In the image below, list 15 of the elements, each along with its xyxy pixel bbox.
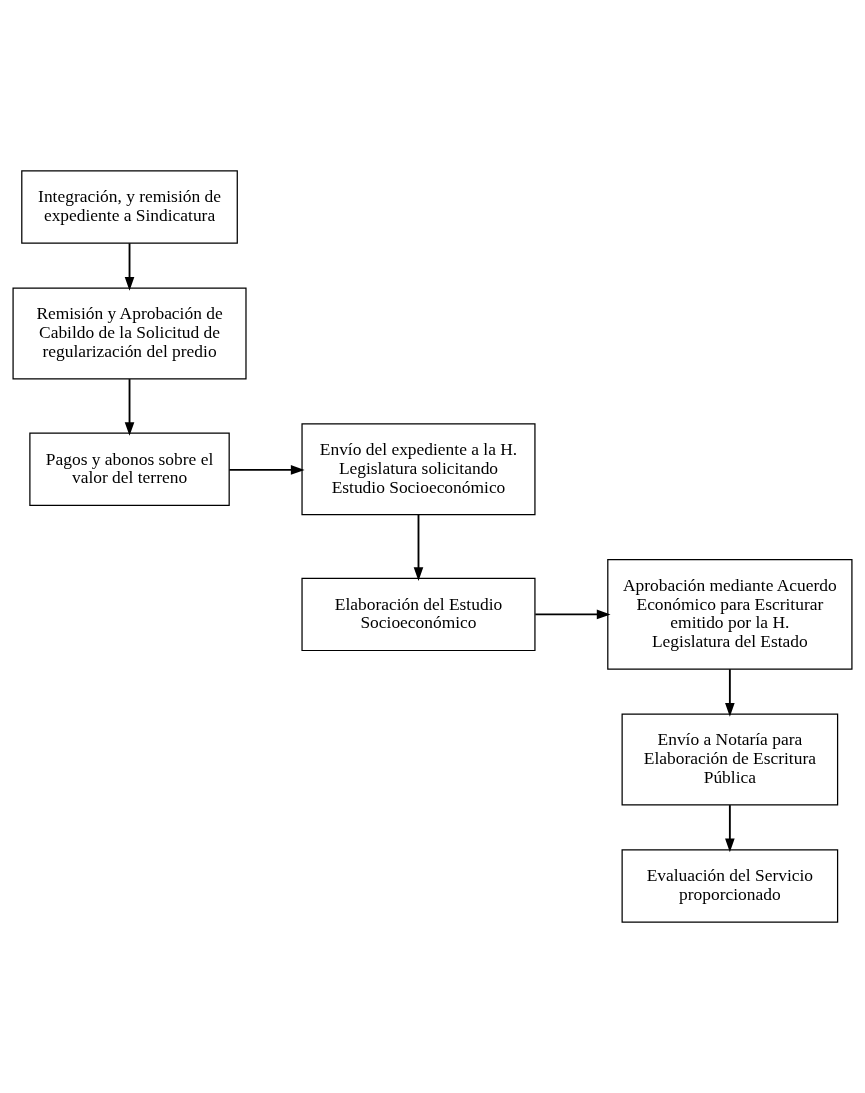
arrow (124, 378, 135, 436)
arrow (124, 242, 135, 291)
arrow (413, 513, 424, 582)
node-box: Remisión y Aprobación de Cabildo de la Solicitud de regularización del predio (12, 287, 247, 380)
node-box: Aprobación mediante Acuerdo Económico para Escriturar emitido por la H. Legislatura del Estado (607, 558, 853, 670)
arrow (534, 609, 611, 620)
node-box: Envío del expediente a la H. Legislatura solicitando Estudio Socioeconómico (301, 423, 536, 516)
node-box: Integración, y remisión de expediente a Sindicatura (21, 170, 238, 244)
node-box: Pagos y abonos sobre el valor del terreno (29, 432, 230, 507)
node-box: Envío a Notaría para Elaboración de Escritura Pública (621, 713, 839, 806)
node-box: Elaboración del Estudio Socioeconómico (301, 577, 536, 652)
arrow (725, 804, 735, 853)
node-box: Evaluación del Servicio proporcionado (621, 849, 839, 923)
arrow (228, 465, 305, 475)
arrow (725, 668, 735, 717)
